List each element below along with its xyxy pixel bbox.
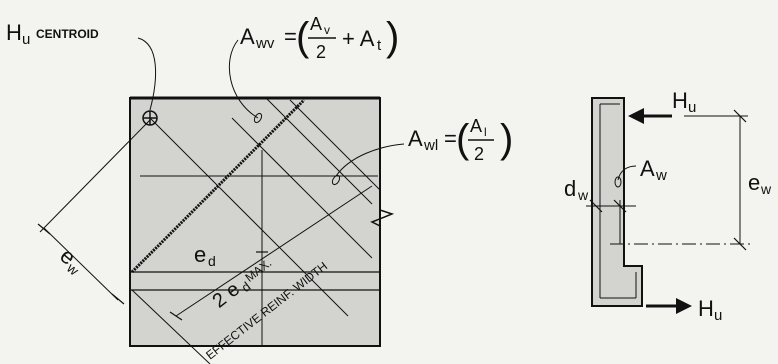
aw-leader [617,165,637,181]
awv-label: A [240,24,255,49]
awl-open-paren: ( [456,117,470,161]
break-symbol [370,98,395,346]
awv-close-paren: ) [386,15,399,59]
side-hu-top-label: H [672,88,688,113]
ed-label: e [194,242,206,267]
awv-plus-at: + A [342,26,375,51]
hu-leader [137,37,157,111]
side-ew-label: e [748,170,760,195]
ed-subscript: d [208,253,216,269]
awv-denominator: 2 [316,42,326,62]
awl-equals: = [444,126,457,151]
aw-subscript: w [655,167,667,184]
hu-label: H [6,20,22,45]
awl-label: A [408,126,423,151]
side-ew-subscript: w [760,181,772,197]
side-hu-bottom-sub: u [714,307,722,324]
aw-label: A [640,156,655,181]
awv-leader [228,39,259,119]
awv-numerator: A [310,14,322,34]
dw-subscript: w [577,187,589,203]
awv-open-paren: ( [296,15,310,59]
ew-dimension [43,227,119,301]
awl-marker [331,174,341,186]
awv-numerator-sub: v [324,23,330,37]
awv-marker [253,112,263,124]
awl-close-paren: ) [500,117,513,161]
hu-subscript: u [22,31,30,48]
awl-denominator: 2 [474,144,484,164]
awv-subscript: wv [255,35,275,52]
awl-numerator-sub: l [484,125,487,139]
awl-subscript: wl [423,137,438,154]
side-hu-top-sub: u [688,99,696,116]
labels: H u CENTROID A wv = ( A v 2 + A t ) A wl… [6,14,772,362]
section-view [586,97,750,314]
section-outline [591,97,643,307]
dw-label: d [564,176,576,201]
centroid-label: CENTROID [36,27,99,41]
awv-equals: = [284,24,297,49]
awl-leader [335,143,405,177]
elevation-view [37,37,405,364]
side-hu-bottom-label: H [698,296,714,321]
awv-plus-sub: t [377,37,382,54]
awl-numerator: A [470,116,482,136]
